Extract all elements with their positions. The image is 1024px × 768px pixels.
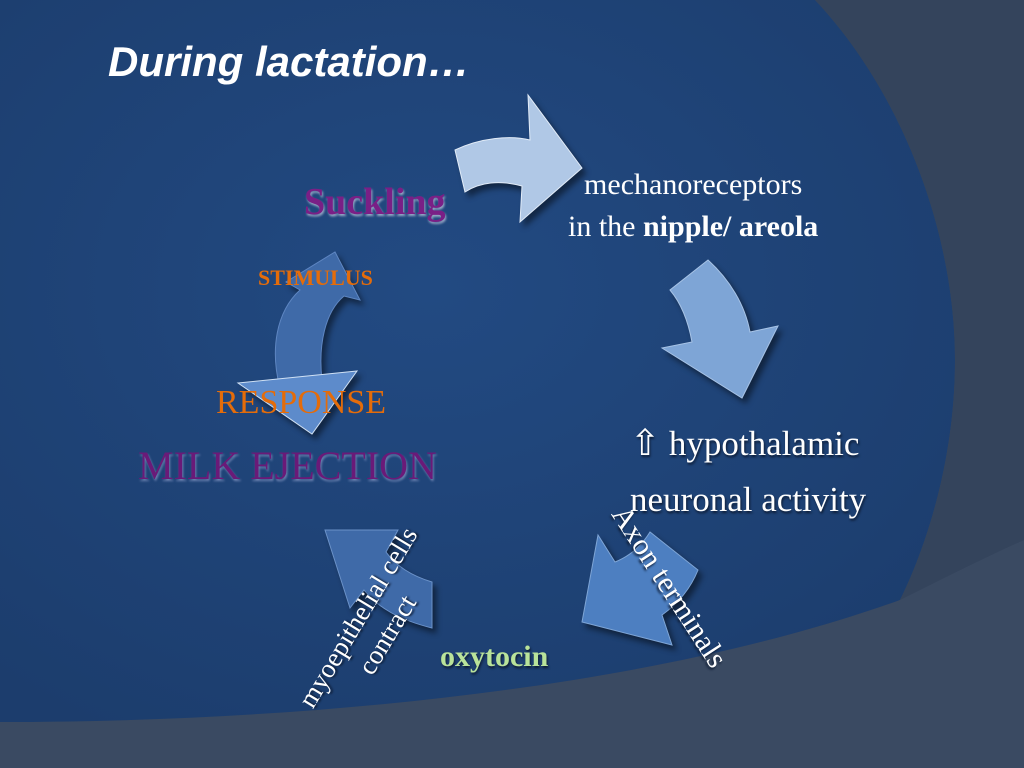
curved-arrow-icon: [454, 93, 583, 224]
label-hypothalamic: ⇧ hypothalamic neuronal activity: [630, 416, 866, 528]
mechanoreceptors-bold: nipple/ areola: [643, 210, 819, 243]
curved-arrow-icon: [581, 531, 699, 646]
slide-title: During lactation…: [108, 38, 470, 85]
label-oxytocin: oxytocin: [440, 640, 549, 673]
up-arrow-icon: ⇧: [630, 423, 661, 464]
hypothalamic-text: hypothalamic: [668, 424, 860, 463]
curved-arrow-icon: [660, 259, 779, 399]
mechanoreceptors-line1: mechanoreceptors: [584, 168, 803, 201]
label-mechanoreceptors: mechanoreceptors in the nipple/ areola: [568, 164, 818, 248]
label-response: RESPONSE: [216, 384, 387, 421]
curved-arrow-icon: [274, 251, 361, 389]
mechanoreceptors-prefix: in the: [568, 210, 643, 243]
mechanoreceptors-line2: in the nipple/ areola: [568, 206, 818, 248]
label-milk-ejection: MILK EJECTION: [138, 443, 437, 488]
hypothalamic-line2: neuronal activity: [630, 480, 867, 519]
hypothalamic-line1: ⇧ hypothalamic: [630, 416, 866, 472]
curved-arrow-icon: [324, 529, 433, 629]
label-suckling: Suckling: [304, 181, 446, 223]
label-stimulus: STIMULUS: [258, 265, 373, 290]
triangle-arrowhead-icon: [236, 370, 359, 435]
